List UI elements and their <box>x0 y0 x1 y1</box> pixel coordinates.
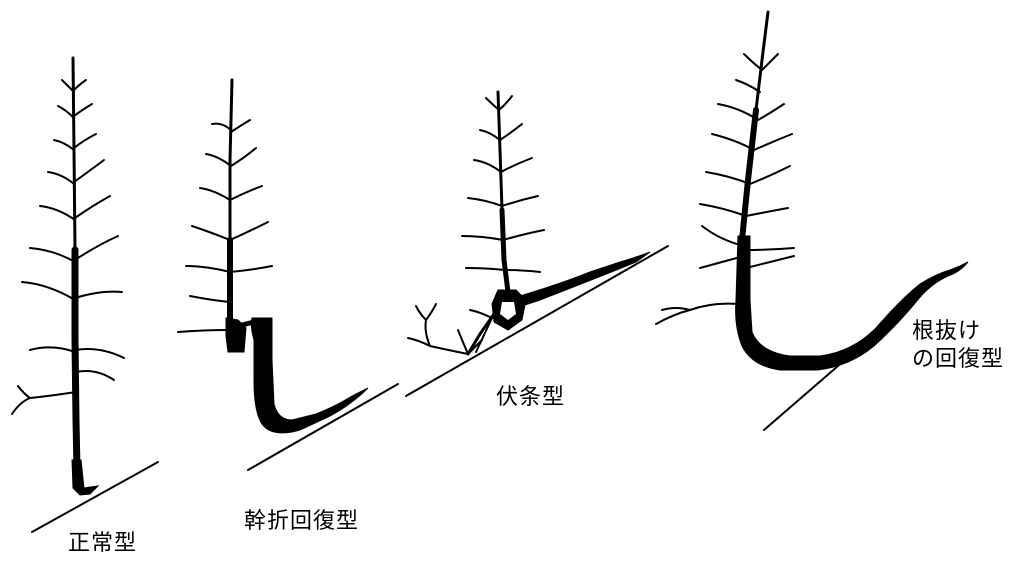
uprooted-branches <box>655 53 795 325</box>
normal-trunk-base <box>71 246 81 474</box>
broken-new-base <box>250 317 369 434</box>
broken-recovery-tree <box>177 78 399 471</box>
label-prostrate-form: 伏条型 <box>496 385 566 410</box>
normal-branches <box>11 79 125 415</box>
prostrate-trunk-top <box>496 90 504 212</box>
label-uprooted-recovery: 根抜け の回復型 <box>912 319 1005 372</box>
normal-trunk-top <box>71 56 77 252</box>
normal-trunk-foot <box>71 459 100 496</box>
uprooted-recovery-tree <box>655 10 969 431</box>
label-normal-form: 正常型 <box>68 531 138 556</box>
normal-slope-line <box>31 461 159 533</box>
broken-slope-line <box>247 383 399 471</box>
normal-tree <box>11 56 159 533</box>
uprooted-trunk-top <box>754 10 770 112</box>
prostrate-fallen-branch <box>466 312 496 356</box>
prostrate-runner <box>519 251 651 307</box>
uprooted-base <box>735 235 969 371</box>
label-broken-trunk-recovery: 幹折回復型 <box>244 509 360 534</box>
uprooted-trunk-mid <box>739 107 759 243</box>
prostrate-tree <box>405 90 669 397</box>
prostrate-trunk-lower <box>499 207 511 295</box>
broken-link <box>235 319 257 329</box>
prostrate-slope-line <box>405 245 669 397</box>
broken-branches <box>177 119 273 333</box>
broken-trunk-top <box>228 78 234 242</box>
prostrate-knot-hole <box>500 302 516 320</box>
prostrate-branches <box>407 95 545 355</box>
